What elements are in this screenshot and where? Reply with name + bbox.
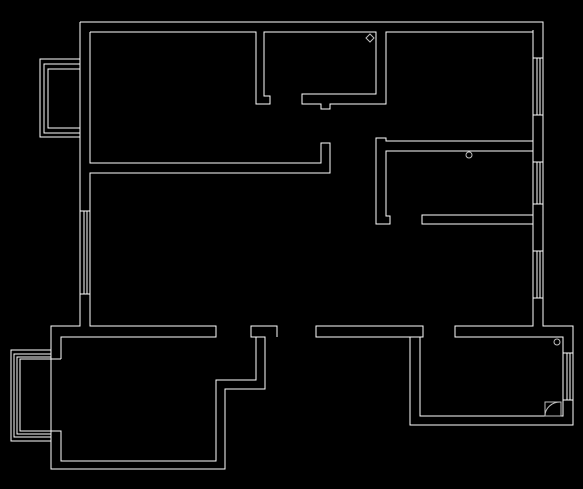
inner-wall-top	[90, 31, 533, 110]
bay-window-upper-left	[39, 58, 80, 138]
partition-right-upper	[375, 137, 533, 225]
diamond-icon	[365, 33, 375, 43]
window-left-middle	[80, 210, 90, 295]
window-right-lower	[533, 250, 543, 299]
inner-wall-upper-left	[60, 32, 331, 359]
partition-right-lower	[421, 214, 533, 225]
outer-wall-outline	[50, 21, 574, 470]
inner-wall-lower-left	[19, 337, 257, 462]
circle-icon	[465, 151, 473, 159]
circle-icon	[553, 338, 561, 346]
window-right-middle	[533, 161, 543, 205]
bay-window-lower-left	[10, 349, 51, 442]
quarter-arc-icon	[544, 401, 562, 417]
window-right-bottom	[563, 352, 573, 401]
window-right-top	[533, 57, 543, 116]
